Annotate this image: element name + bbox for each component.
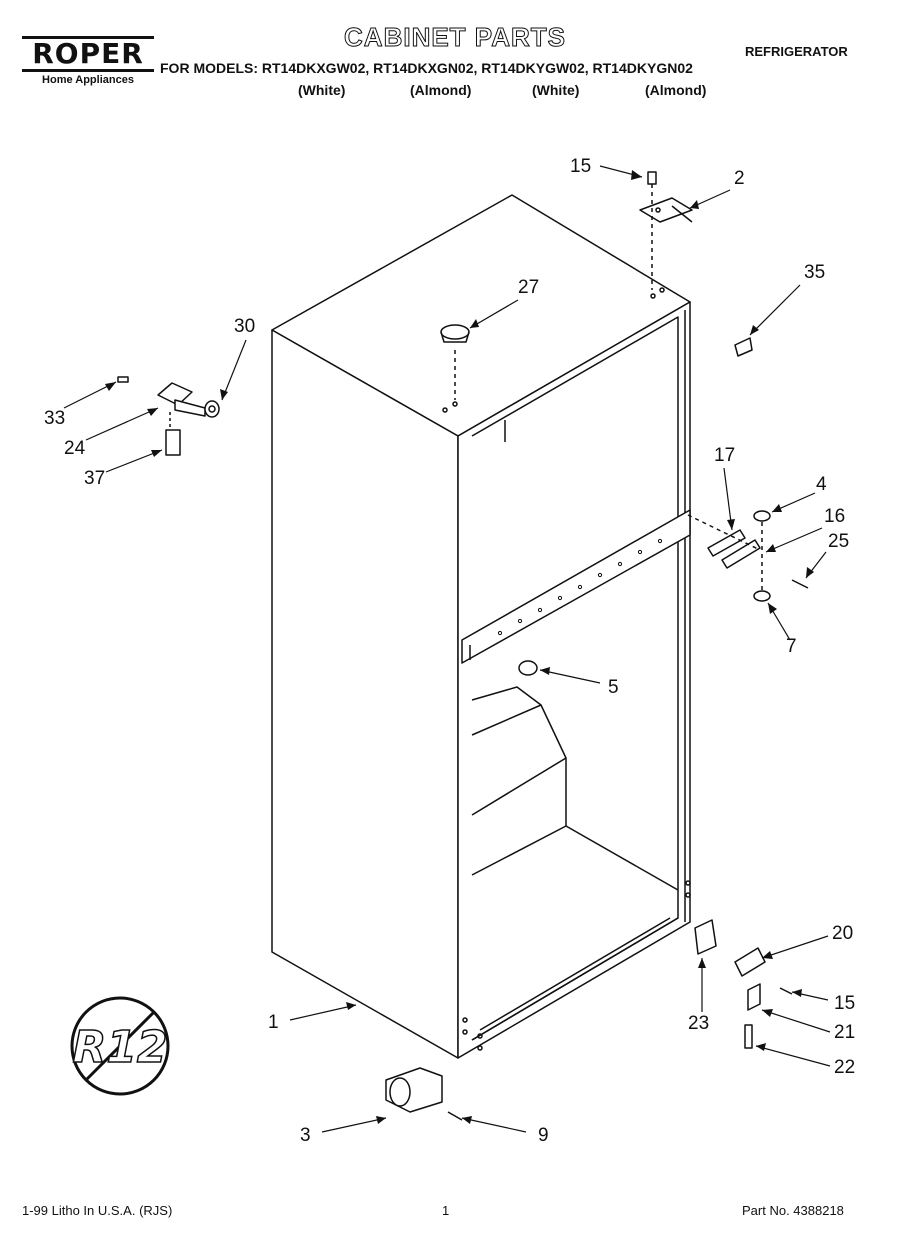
callout-17: 17 xyxy=(714,445,736,466)
page-title: CABINET PARTS xyxy=(344,22,566,53)
models-line: FOR MODELS: RT14DKXGW02, RT14DKXGN02, RT… xyxy=(160,60,693,76)
callout-2: 2 xyxy=(734,168,745,189)
callout-9: 9 xyxy=(538,1125,549,1146)
roper-logo: ROPER Home Appliances xyxy=(22,36,154,86)
callout-15: 15 xyxy=(570,156,592,177)
logo-subtitle: Home Appliances xyxy=(42,74,134,86)
callout-33: 33 xyxy=(44,408,66,429)
finish-label: (White) xyxy=(298,82,346,98)
cabinet-front-frame xyxy=(457,301,691,1059)
callout-16: 16 xyxy=(824,506,846,527)
callout-3: 3 xyxy=(300,1125,311,1146)
callout-27: 27 xyxy=(518,277,540,298)
callout-23: 23 xyxy=(688,1013,710,1034)
finish-label: (White) xyxy=(532,82,580,98)
upper-hinge xyxy=(639,197,693,223)
callout-30: 30 xyxy=(234,316,256,337)
r12-badge-text: R12 xyxy=(72,1022,167,1073)
callout-20: 20 xyxy=(832,923,854,944)
cabinet-liner xyxy=(471,686,679,891)
callout-24: 24 xyxy=(64,438,86,459)
callout-4: 4 xyxy=(816,474,827,495)
footer-litho: 1-99 Litho In U.S.A. (RJS) xyxy=(22,1203,173,1218)
part-number: Part No. 4388218 xyxy=(742,1203,844,1218)
page-number: 1 xyxy=(442,1203,450,1218)
category-label: REFRIGERATOR xyxy=(745,44,848,59)
callout-21: 21 xyxy=(834,1022,856,1043)
finish-label: (Almond) xyxy=(410,82,472,98)
cabinet-side xyxy=(271,329,459,1059)
finish-label: (Almond) xyxy=(645,82,707,98)
logo-brand: ROPER xyxy=(22,36,154,72)
callout-7: 7 xyxy=(786,636,797,657)
callout-1: 1 xyxy=(268,1012,279,1033)
callout-35: 35 xyxy=(804,262,826,283)
mullion-rail xyxy=(461,509,691,664)
callout-22: 22 xyxy=(834,1057,856,1078)
callout-5: 5 xyxy=(608,677,619,698)
callout-37: 37 xyxy=(84,468,106,489)
callout-25: 25 xyxy=(828,531,850,552)
callout-15: 15 xyxy=(834,993,856,1014)
